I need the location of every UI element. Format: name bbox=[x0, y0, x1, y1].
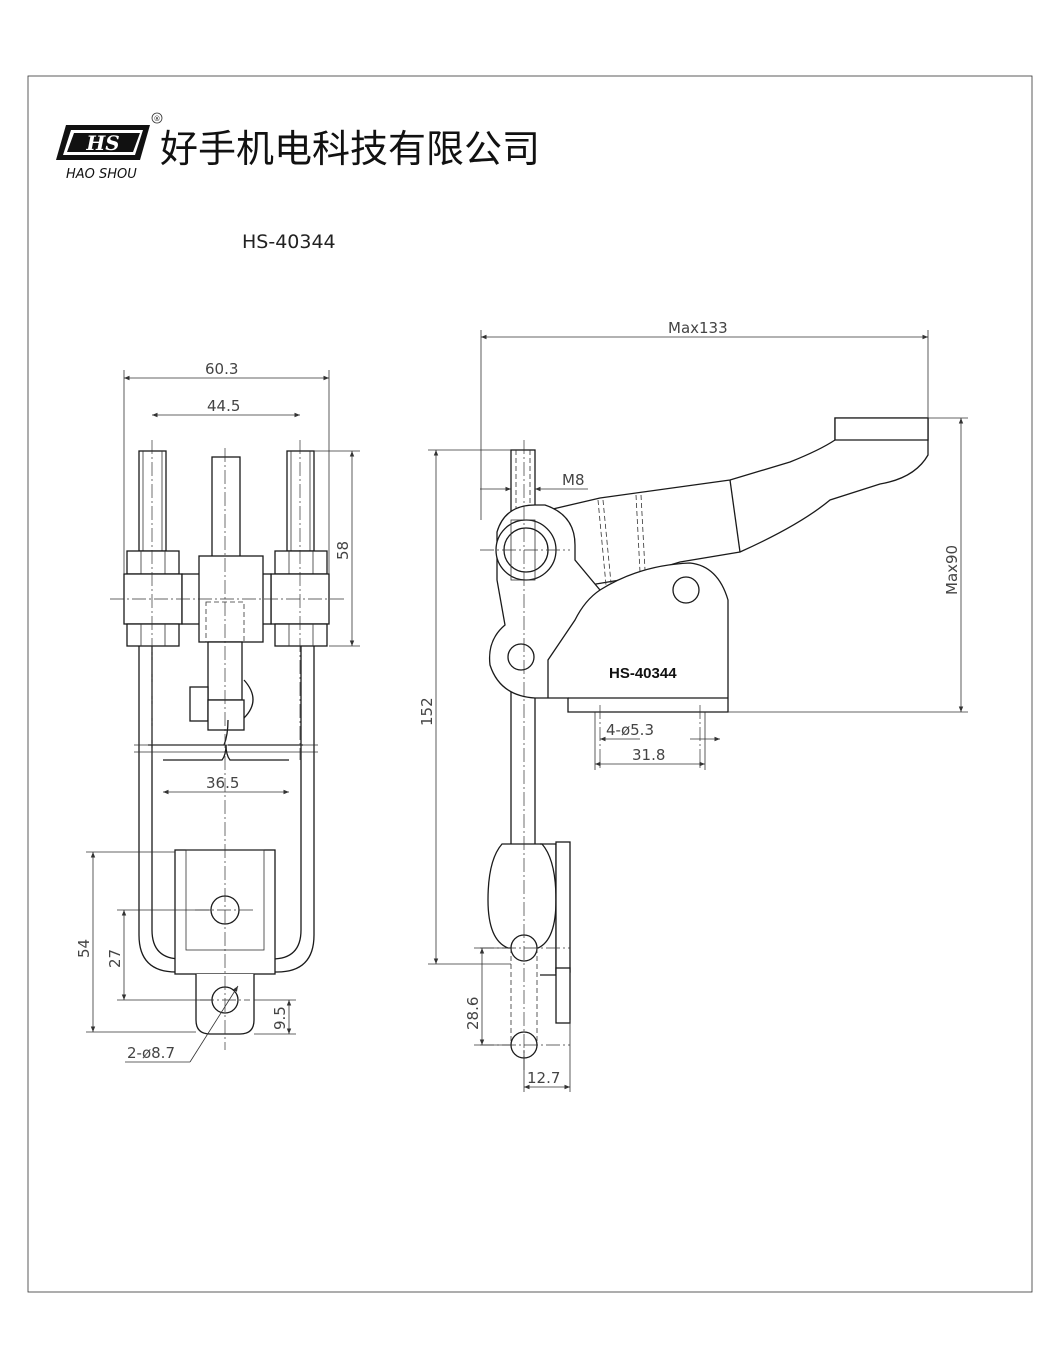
registered-mark: ® bbox=[154, 115, 161, 123]
model-code-title: HS-40344 bbox=[242, 231, 336, 253]
left-stud bbox=[123, 450, 183, 647]
dim-hole-height: 27 bbox=[106, 949, 124, 968]
dim-stud-spacing: 44.5 bbox=[207, 397, 240, 415]
side-part-label: HS-40344 bbox=[609, 665, 677, 682]
brand-subtitle: HAO SHOU bbox=[66, 167, 137, 182]
dim-tab-height: 9.5 bbox=[271, 1006, 289, 1030]
lower-pivot bbox=[507, 643, 535, 671]
dim-thread: M8 bbox=[562, 471, 585, 489]
dim-mount-holes: 4-ø5.3 bbox=[606, 721, 654, 739]
right-stud bbox=[270, 450, 330, 647]
bracket-hole bbox=[672, 576, 700, 604]
dim-base-height: 54 bbox=[75, 939, 93, 958]
dim-max-height: Max90 bbox=[943, 545, 961, 595]
brand-logo: HS ® HAO SHOU bbox=[56, 112, 163, 182]
dim-rod-width: 12.7 bbox=[527, 1069, 560, 1087]
company-name: 好手机电科技有限公司 bbox=[160, 127, 540, 171]
handle-lever bbox=[539, 417, 929, 591]
dim-inner-width: 36.5 bbox=[206, 774, 239, 792]
front-view: 60.3 44.5 58 36.5 54 27 9.5 2-ø8.7 bbox=[75, 360, 360, 1063]
hook bbox=[487, 841, 571, 1059]
dim-hook-height: 28.6 bbox=[464, 997, 482, 1030]
dim-stud-height: 58 bbox=[334, 541, 352, 560]
dim-hole-spacing: 31.8 bbox=[632, 746, 665, 764]
body-bracket: HS-40344 bbox=[488, 504, 729, 713]
dim-hole-callout: 2-ø8.7 bbox=[127, 1044, 175, 1062]
logo-text: HS bbox=[85, 131, 119, 155]
side-view: HS-40344 Max133 M8 Max90 bbox=[418, 319, 968, 1092]
dim-overall-width: 60.3 bbox=[205, 360, 238, 378]
dim-overall-height: 152 bbox=[418, 697, 436, 726]
dim-max-length: Max133 bbox=[668, 319, 728, 337]
sheet-border bbox=[27, 75, 1033, 1293]
center-plunger bbox=[181, 456, 272, 731]
